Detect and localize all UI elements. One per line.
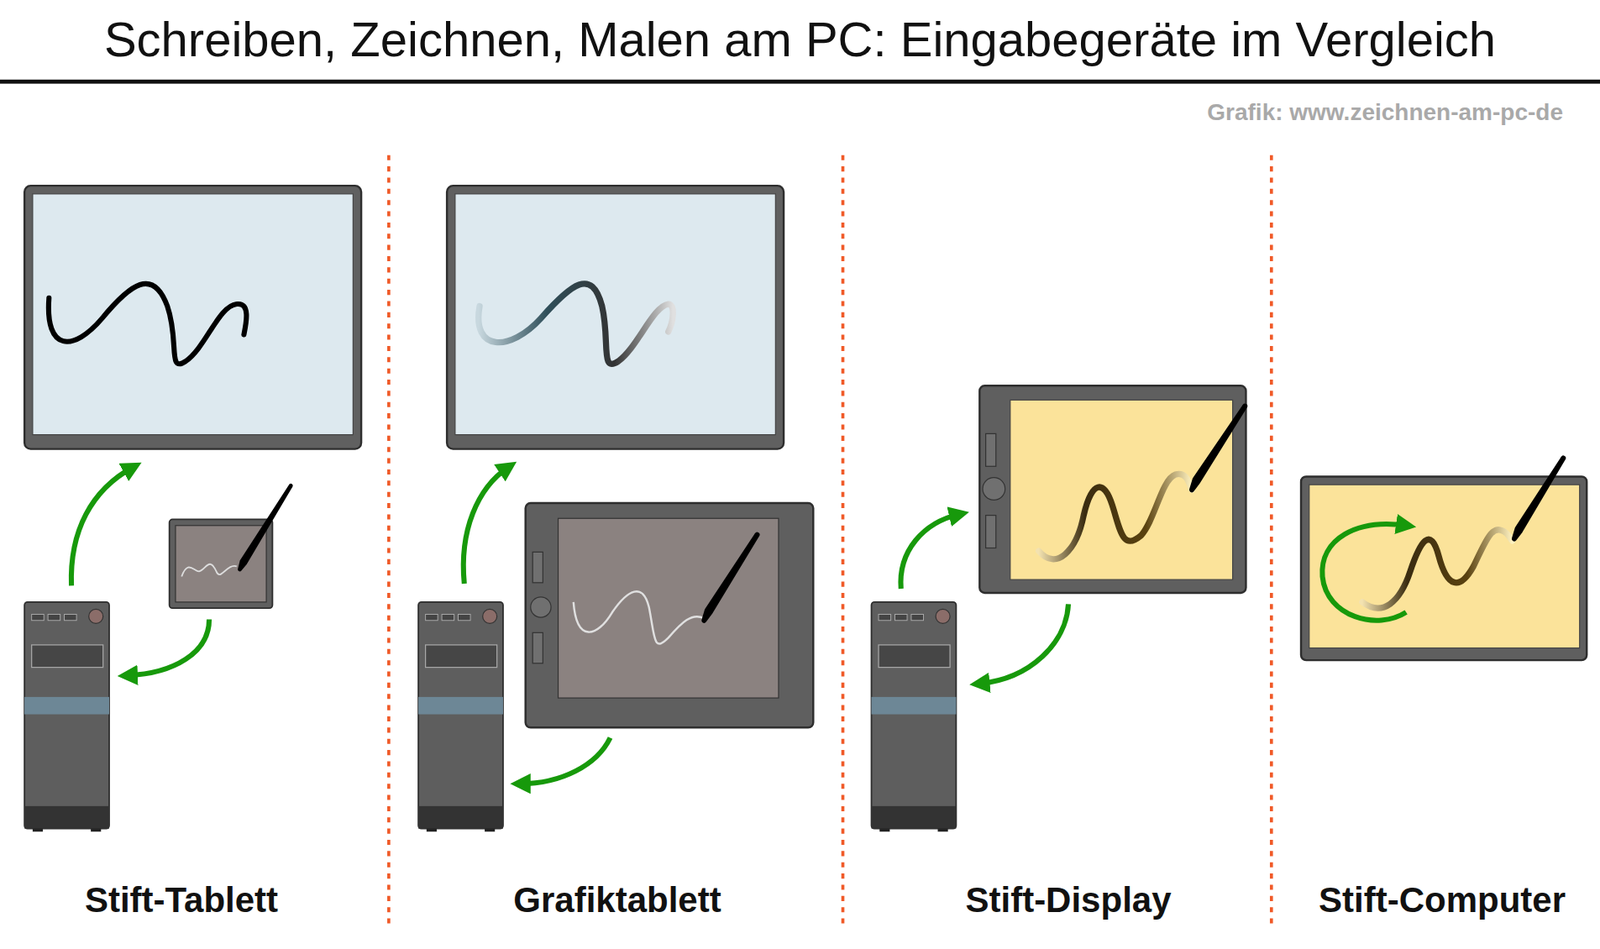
device-label: Stift-Computer xyxy=(1318,880,1566,921)
separator xyxy=(388,155,1272,928)
title: Schreiben, Zeichnen, Malen am PC: Eingab… xyxy=(104,11,1496,69)
device-label: Stift-Tablett xyxy=(84,880,279,921)
credit-note: Grafik: www.zeichnen-am-pc-de xyxy=(1206,99,1564,126)
device-label: Stift-Display xyxy=(965,880,1171,921)
device-label: Grafiktablett xyxy=(513,880,721,921)
